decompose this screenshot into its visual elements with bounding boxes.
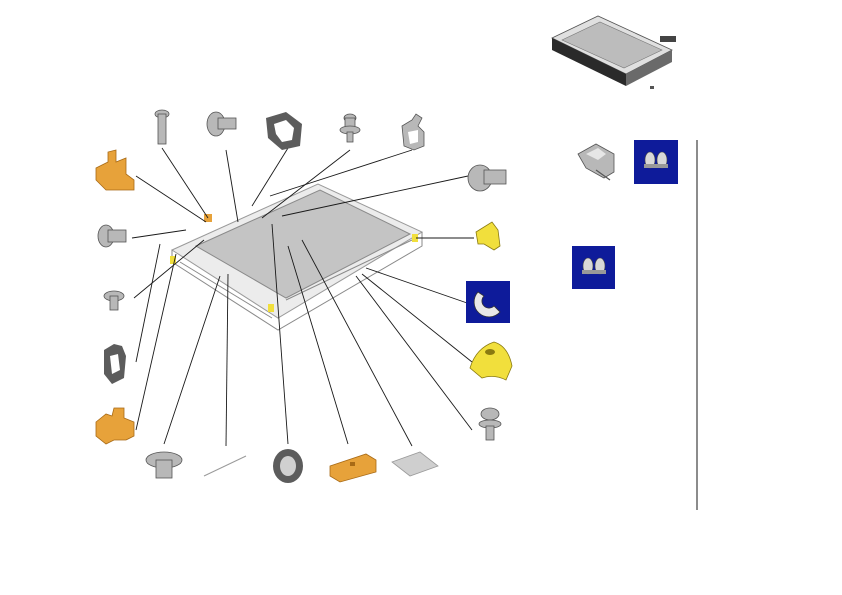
- leader-shoulder-screw: [225, 149, 239, 223]
- e-clip-badge: [466, 281, 510, 323]
- clamp-icon: [469, 341, 513, 381]
- assembly-icon: [551, 15, 676, 89]
- leader-grommet-bottom: [271, 223, 289, 445]
- latch-icon: [95, 407, 135, 445]
- main-tray-assembly: [170, 183, 424, 331]
- rollers-icon: [644, 151, 668, 169]
- tray-latch-left: [170, 256, 176, 264]
- leader-e-clip-badge: [365, 267, 471, 305]
- latch-icon: [95, 149, 135, 191]
- leader-wire-bottom: [225, 273, 229, 447]
- sheet-icon: [391, 451, 439, 477]
- spring-clip-icon: [577, 143, 615, 181]
- leader-lines: [131, 147, 474, 447]
- grommet-bracket-icon: [266, 112, 302, 150]
- leader-sheet-bottom: [301, 239, 413, 447]
- thumb-screw-icon: [97, 224, 127, 248]
- hook-icon: [475, 221, 501, 251]
- pin-icon: [467, 164, 507, 192]
- leader-rivet-top: [161, 147, 209, 219]
- leader-large-pin-right: [281, 175, 469, 217]
- tray-latch-right: [268, 304, 274, 312]
- leader-thumb-screw-left: [131, 229, 187, 239]
- cap-icon: [145, 451, 183, 479]
- block-icon: [329, 453, 377, 483]
- tray-panel: [194, 189, 412, 299]
- wire-icon: [203, 455, 247, 477]
- assembly-preview: [551, 15, 676, 89]
- leader-yellow-clamp: [361, 273, 473, 363]
- rollers-badge-1: [634, 140, 678, 184]
- leader-clip-bracket-left: [135, 243, 161, 363]
- leader-flange-screw-right: [355, 275, 473, 431]
- leader-push-pin-left: [133, 239, 205, 299]
- spring-clip: [577, 143, 615, 181]
- flange-screw-icon: [478, 407, 502, 441]
- grommet-icon: [273, 449, 303, 483]
- leader-orange-block-bottom: [287, 245, 349, 445]
- leader-orange-latch-lower: [135, 253, 177, 431]
- clip-bracket-icon: [104, 344, 126, 384]
- clip-bracket-icon: [401, 113, 425, 151]
- tray-rail: [179, 261, 273, 319]
- push-pin-icon: [103, 290, 125, 311]
- tray-rail-2: [285, 239, 413, 301]
- tray-latch-top: [412, 234, 418, 242]
- leader-orange-latch-left: [135, 175, 207, 223]
- washer-screw-icon: [339, 113, 361, 143]
- rollers-badge-2: [572, 246, 615, 289]
- rollers-icon: [582, 257, 606, 275]
- shoulder-screw-icon: [206, 111, 237, 137]
- leader-grommet-bracket: [251, 147, 289, 207]
- e-clip-icon: [473, 291, 501, 318]
- rivet-icon: [154, 109, 170, 145]
- leader-cap-bottom: [163, 275, 221, 445]
- leader-clip-bracket-top: [269, 149, 413, 197]
